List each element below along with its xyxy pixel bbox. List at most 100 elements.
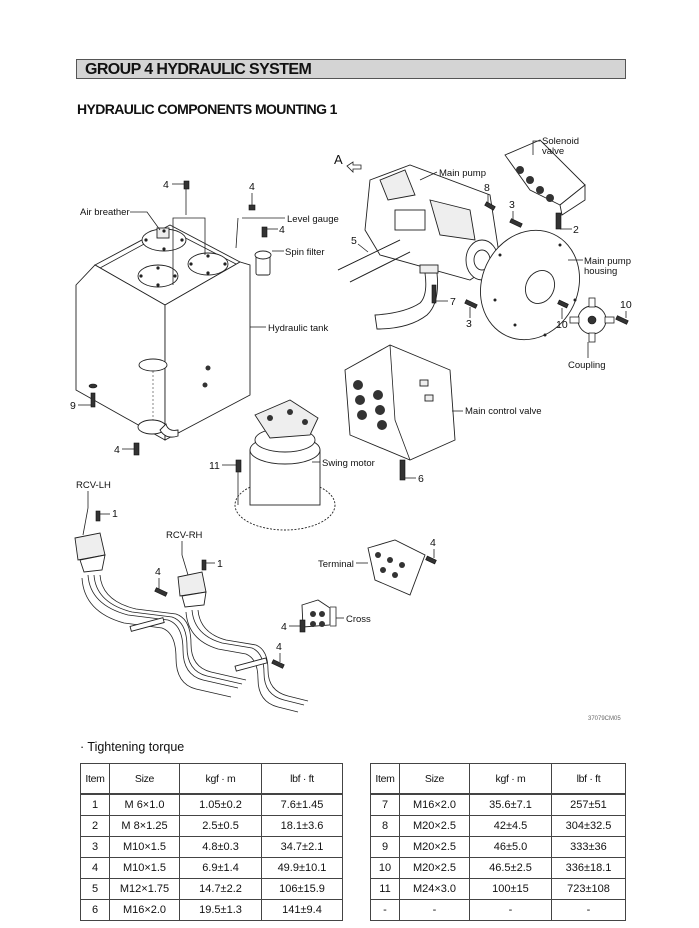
label-air-breather: Air breather — [80, 207, 130, 218]
cell-kgf-m: 2.5±0.5 — [179, 815, 262, 837]
callout-10-coupling-left: 10 — [556, 319, 568, 331]
cell-lbf-ft: 7.6±1.45 — [261, 793, 343, 816]
callout-10-coupling-right: 10 — [620, 299, 632, 311]
cell-kgf-m: 6.9±1.4 — [179, 857, 262, 879]
terminal-cross-callouts: Terminal 4 Cross 4 — [281, 537, 437, 633]
hydraulic-components-diagram: 4 Air breather 4 Level gauge 4 Spin filt… — [70, 136, 632, 722]
cell-item: 5 — [80, 878, 110, 900]
swing-motor-illustration — [234, 399, 336, 531]
section-title: HYDRAULIC COMPONENTS MOUNTING 1 — [77, 101, 337, 117]
cell-size: M10×1.5 — [109, 836, 180, 858]
label-main-pump-housing-line2: housing — [584, 266, 617, 277]
cell-kgf-m: 4.8±0.3 — [179, 836, 262, 858]
col-size: Size — [399, 763, 470, 795]
cell-item: 8 — [370, 815, 400, 837]
group-title-bar: GROUP 4 HYDRAULIC SYSTEM — [76, 59, 626, 79]
callout-1-rcv-lh: 1 — [112, 508, 118, 520]
table-header-row: Item Size kgf · m lbf · ft — [80, 763, 343, 795]
callout-4-cross: 4 — [281, 621, 287, 633]
cell-size: M20×2.5 — [399, 815, 470, 837]
pump-callouts: Main pump Solenoid valve 8 3 2 Main pump… — [351, 136, 632, 371]
main-pump-illustration: A — [334, 139, 615, 343]
mcv-callouts: Main control valve 6 — [399, 406, 542, 485]
cell-kgf-m: 14.7±2.2 — [179, 878, 262, 900]
col-item: Item — [80, 763, 110, 795]
cross-illustration — [301, 599, 331, 628]
cell-lbf-ft: 49.9±10.1 — [261, 857, 343, 879]
callout-1-rcv-rh: 1 — [217, 558, 223, 570]
terminal-illustration — [367, 539, 426, 596]
callout-4-terminal: 4 — [430, 537, 436, 549]
cell-kgf-m: 46.5±2.5 — [469, 857, 552, 879]
cell-size: M16×2.0 — [399, 793, 470, 816]
cell-kgf-m: 46±5.0 — [469, 836, 552, 858]
drawing-code: 37079CM05 — [588, 716, 621, 722]
cell-item: 1 — [80, 793, 110, 816]
callout-4-tank-outlet: 4 — [114, 444, 120, 456]
hydraulic-tank-illustration — [75, 186, 272, 441]
cell-kgf-m: 1.05±0.2 — [179, 793, 262, 816]
callout-9-tank-foot: 9 — [70, 400, 76, 412]
cell-item: 10 — [370, 857, 400, 879]
label-rcv-rh: RCV-RH — [166, 530, 203, 541]
group-title: GROUP 4 HYDRAULIC SYSTEM — [85, 61, 312, 78]
label-cross: Cross — [346, 614, 371, 625]
callout-4-hose-clamp-lh: 4 — [155, 566, 161, 578]
callout-4-hose-clamp-rh: 4 — [276, 641, 282, 653]
cell-kgf-m: 35.6±7.1 — [469, 793, 552, 816]
label-rcv-lh: RCV-LH — [76, 480, 111, 491]
cell-size: M10×1.5 — [109, 857, 180, 879]
cell-lbf-ft: 106±15.9 — [261, 878, 343, 900]
callout-11-swing-motor: 11 — [209, 460, 220, 472]
callout-3-housing-lower: 3 — [466, 318, 472, 330]
callout-4-tank-top: 4 — [163, 179, 169, 191]
table-header-row: Item Size kgf · m lbf · ft — [370, 763, 626, 795]
cell-lbf-ft: 18.1±3.6 — [261, 815, 343, 837]
col-item: Item — [370, 763, 400, 795]
label-hydraulic-tank: Hydraulic tank — [268, 323, 328, 334]
view-marker-a: A — [334, 152, 343, 167]
rcv-lh-illustration — [74, 507, 247, 698]
label-main-control-valve: Main control valve — [465, 406, 542, 417]
cell-size: M 6×1.0 — [109, 793, 180, 816]
callout-7-suction-pipe: 7 — [450, 296, 456, 308]
cell-lbf-ft: 257±51 — [551, 793, 626, 816]
rcv-callouts: RCV-LH 1 RCV-RH 1 4 4 — [76, 480, 285, 669]
cell-item: 6 — [80, 899, 110, 921]
cell-lbf-ft: 723±108 — [551, 878, 626, 900]
cell-item: 2 — [80, 815, 110, 837]
cell-kgf-m: 42±4.5 — [469, 815, 552, 837]
label-swing-motor: Swing motor — [322, 458, 375, 469]
cell-size: - — [399, 899, 470, 921]
cell-lbf-ft: 34.7±2.1 — [261, 836, 343, 858]
callout-6-mcv-bolt: 6 — [418, 473, 424, 485]
col-kgf-m: kgf · m — [469, 763, 552, 795]
cell-item: 3 — [80, 836, 110, 858]
cell-lbf-ft: 333±36 — [551, 836, 626, 858]
cell-kgf-m: - — [469, 899, 552, 921]
label-solenoid-valve-line2: valve — [542, 146, 564, 157]
cell-lbf-ft: 336±18.1 — [551, 857, 626, 879]
table-row: ---- — [370, 899, 626, 921]
callout-5-hose-fitting: 5 — [351, 235, 357, 247]
callout-4-level-gauge: 4 — [249, 181, 255, 193]
cell-size: M 8×1.25 — [109, 815, 180, 837]
cell-size: M12×1.75 — [109, 878, 180, 900]
cell-size: M24×3.0 — [399, 878, 470, 900]
callout-2-solenoid-bolt: 2 — [573, 224, 579, 236]
col-lbf-ft: lbf · ft — [261, 763, 343, 795]
label-terminal: Terminal — [318, 559, 354, 570]
cell-item: 11 — [370, 878, 400, 900]
label-main-pump-housing-line1: Main pump — [584, 256, 631, 267]
